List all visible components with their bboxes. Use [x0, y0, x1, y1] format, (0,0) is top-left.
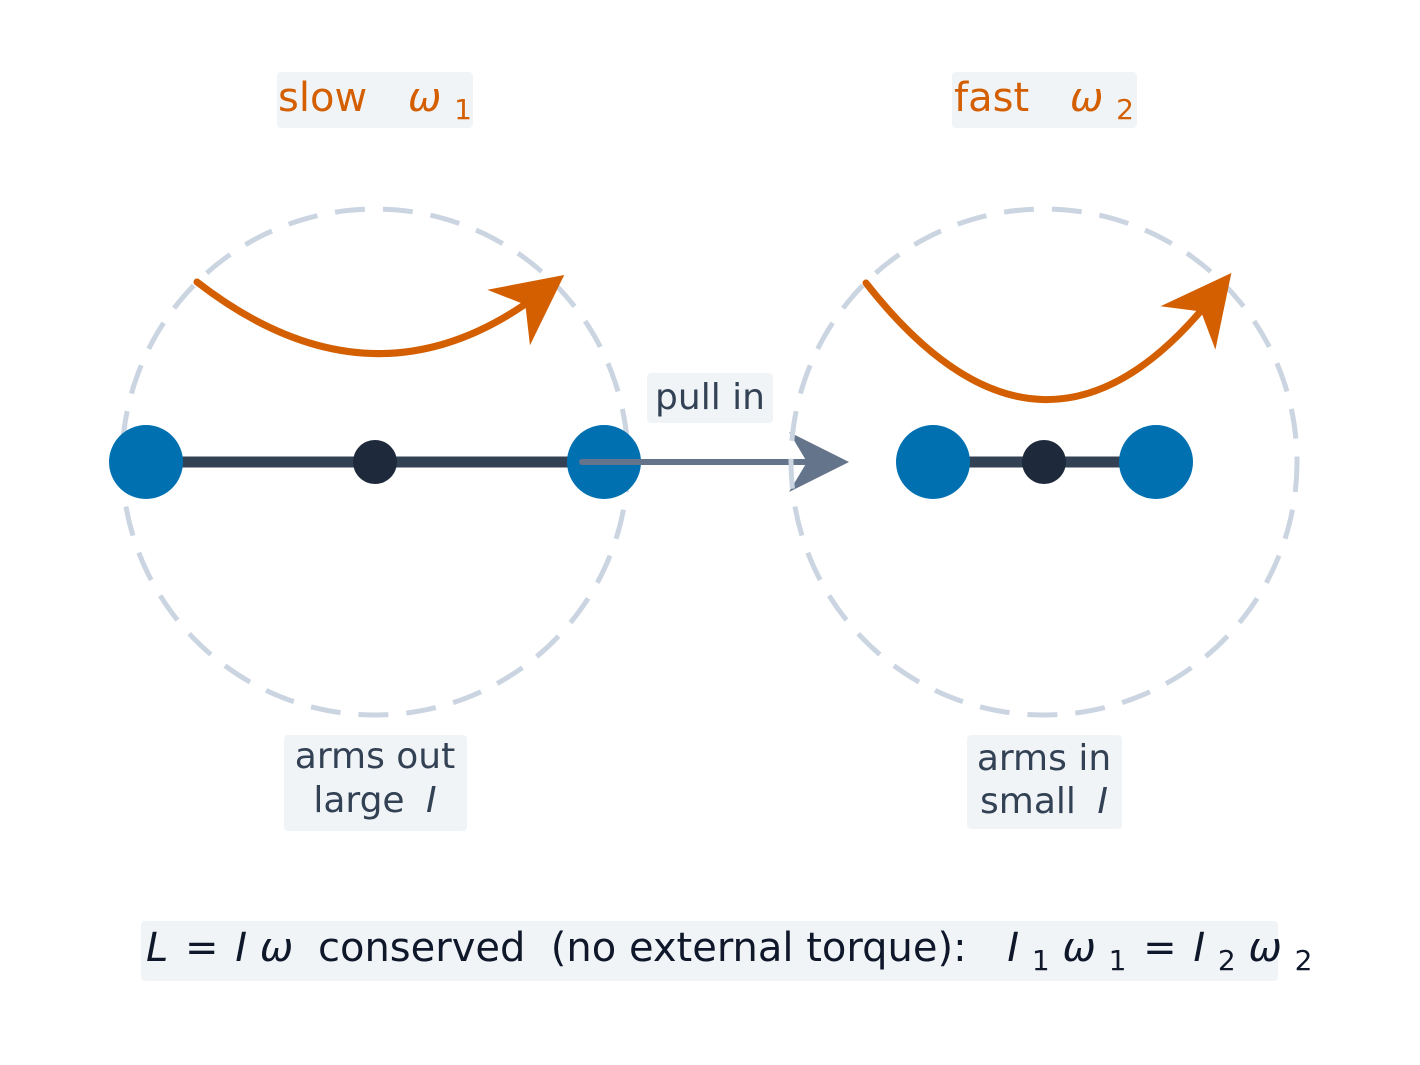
- right-guide-circle: [788, 206, 1300, 718]
- right-state-line2: small I: [980, 781, 1108, 822]
- transition-label-box: [647, 373, 773, 423]
- right-pivot: [1022, 440, 1066, 484]
- left-state-line1: arms out: [295, 736, 455, 777]
- equation-box: [141, 921, 1278, 981]
- transition-label: pull in: [655, 377, 765, 418]
- left-panel: slow ω 1 arms out large I: [109, 72, 641, 831]
- right-omega-symbol: ω: [1070, 75, 1104, 121]
- right-state-line1: arms in: [977, 738, 1111, 779]
- left-omega-subscript: 1: [454, 93, 472, 126]
- right-mass-right: [1119, 425, 1193, 499]
- right-speed-word: fast: [954, 75, 1029, 121]
- left-pivot: [353, 440, 397, 484]
- left-state-box: [284, 735, 467, 831]
- left-state-line2: large I: [313, 780, 436, 821]
- left-mass-left: [109, 425, 183, 499]
- right-omega-subscript: 2: [1116, 93, 1134, 126]
- left-rotation-arrow: [193, 274, 565, 358]
- left-title: slow ω 1: [278, 75, 472, 126]
- equation: L = I ω conserved (no external torque): …: [141, 921, 1312, 981]
- right-panel: fast ω 2 arms in small I: [788, 72, 1300, 829]
- left-omega-symbol: ω: [408, 75, 442, 121]
- transition: pull in: [579, 373, 849, 492]
- right-mass-left: [896, 425, 970, 499]
- left-speed-word: slow: [278, 75, 367, 121]
- equation-text: L = I ω conserved (no external torque): …: [146, 925, 1312, 980]
- left-title-box: [277, 72, 473, 128]
- right-state-box: [967, 735, 1122, 829]
- right-rotation-arrow: [862, 273, 1232, 404]
- right-title-box: [952, 72, 1137, 128]
- right-title: fast ω 2: [954, 75, 1134, 126]
